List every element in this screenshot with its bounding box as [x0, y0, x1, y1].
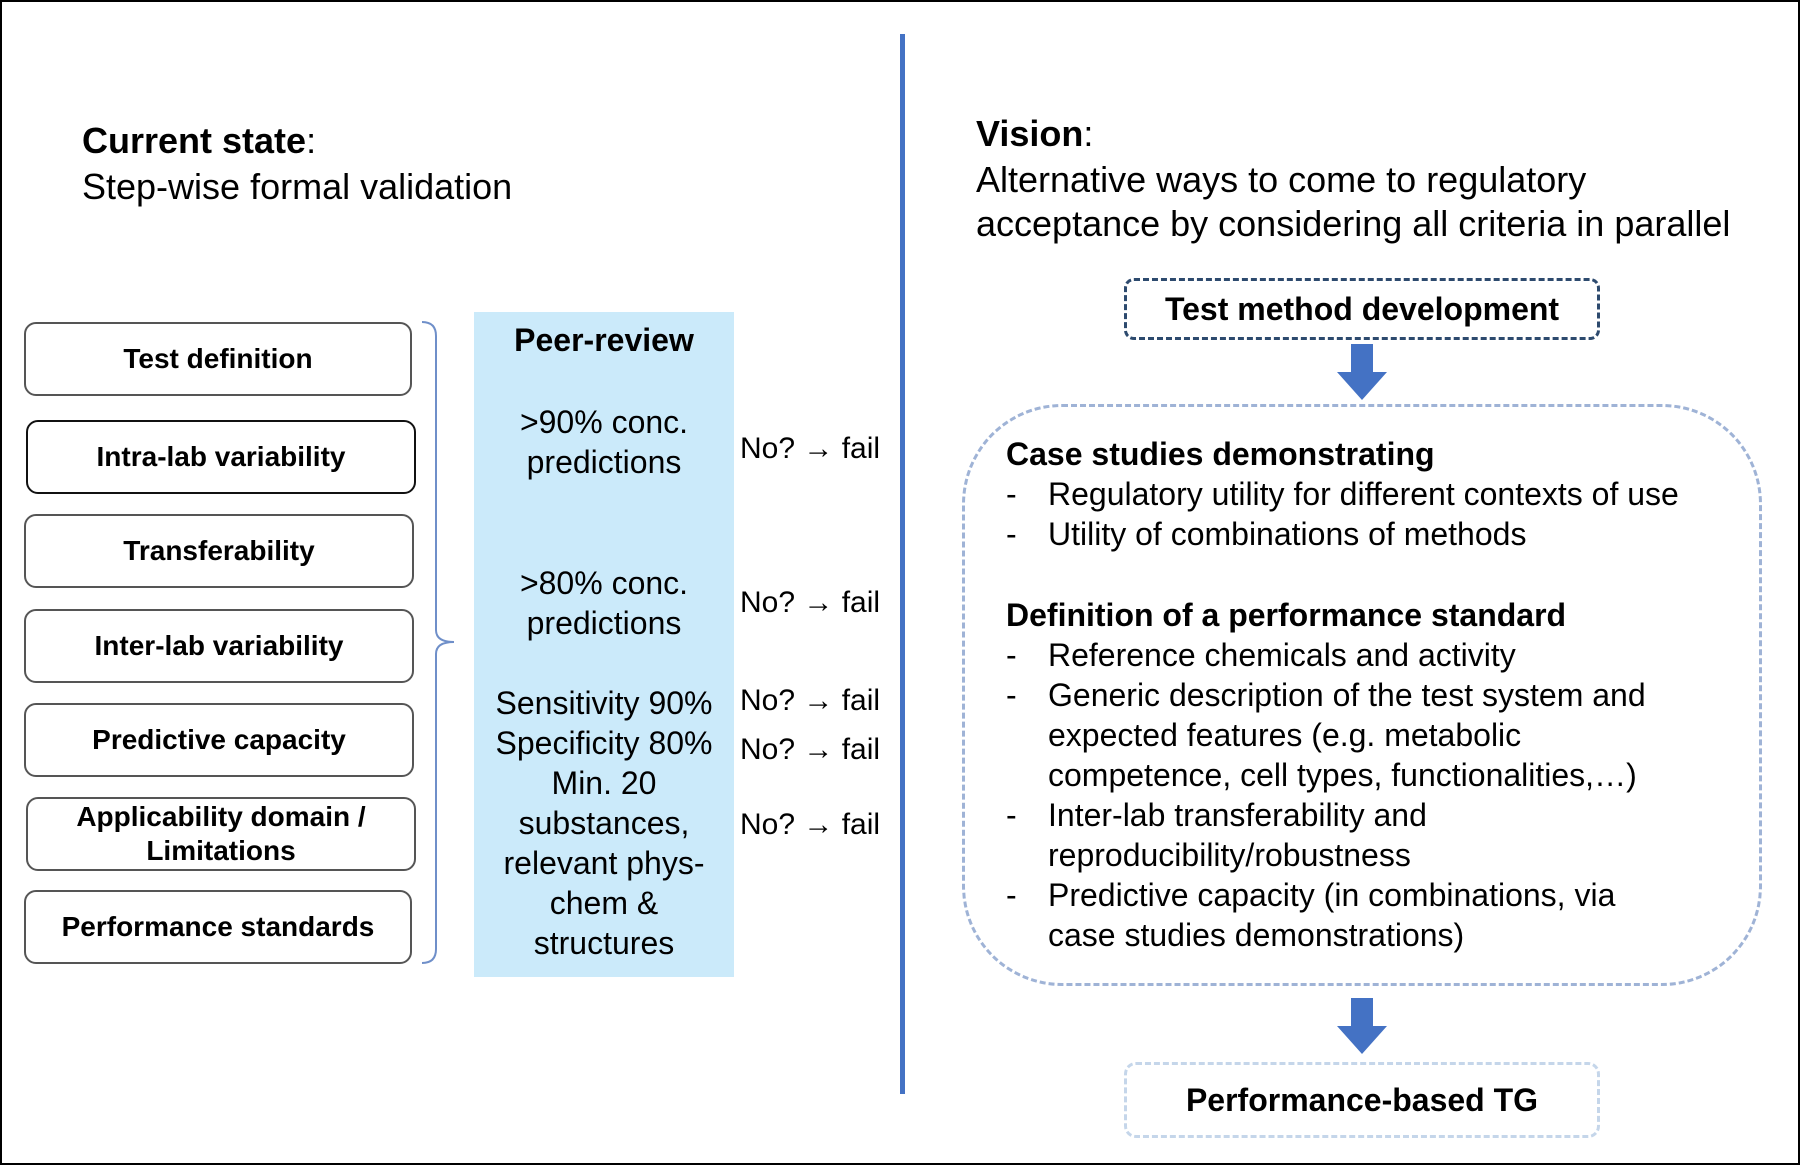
fail-label-specificity: No? → fail [740, 733, 881, 766]
vision-heading: Vision: [976, 112, 1093, 156]
vision-title: Vision [976, 113, 1084, 154]
criterion-applicability-domain: Applicability domain / Limitations [26, 797, 416, 871]
bullet-text: Predictive capacity (in combinations, vi… [1048, 877, 1616, 953]
criterion-intra-lab-variability: Intra-lab variability [26, 420, 416, 494]
peer-review-item-substances: Min. 20 substances, relevant phys-chem &… [503, 765, 705, 961]
test-method-development-box: Test method development [1124, 278, 1600, 340]
criterion-transferability: Transferability [24, 514, 414, 588]
vision-subheading-line2: acceptance by considering all criteria i… [976, 203, 1731, 244]
fail-label-sensitivity: No? → fail [740, 684, 881, 717]
bullet-dash: - [1006, 797, 1017, 833]
bullet-text: Generic description of the test system a… [1048, 677, 1646, 793]
vertical-divider [900, 34, 905, 1094]
current-state-colon: : [306, 120, 317, 161]
peer-review-title: Peer-review [514, 322, 694, 358]
vision-subheading-line1: Alternative ways to come to regulatory [976, 159, 1587, 200]
bullet-text: Utility of combinations of methods [1048, 516, 1527, 552]
case-studies-bullet: - Regulatory utility for different conte… [1006, 474, 1746, 514]
bullet-dash: - [1006, 637, 1017, 673]
performance-standard-title: Definition of a performance standard [1006, 597, 1567, 633]
performance-standard-bullet: - Generic description of the test system… [1006, 675, 1696, 795]
peer-review-item-specificity: Specificity 80% [495, 725, 713, 761]
current-state-heading: Current state: [82, 118, 316, 164]
bullet-text: Reference chemicals and activity [1048, 637, 1516, 673]
current-state-subheading: Step-wise formal validation [82, 166, 513, 207]
bullet-dash: - [1006, 677, 1017, 713]
performance-standard-bullet: - Predictive capacity (in combinations, … [1006, 875, 1666, 955]
vision-colon: : [1083, 113, 1094, 154]
down-arrow-icon [1337, 998, 1387, 1054]
performance-standard-bullet: - Inter-lab transferability and reproduc… [1006, 795, 1496, 875]
peer-review-column [474, 312, 734, 977]
criterion-test-definition: Test definition [24, 322, 412, 396]
performance-based-tg-box: Performance-based TG [1124, 1062, 1600, 1138]
fail-label-substances: No? → fail [740, 808, 881, 841]
bullet-text: Inter-lab transferability and reproducib… [1048, 797, 1427, 873]
criterion-inter-lab-variability: Inter-lab variability [24, 609, 414, 683]
fail-label-inter-lab: No? → fail [740, 586, 881, 619]
peer-review-item-inter-lab: >80% conc. predictions [519, 565, 689, 641]
grouping-bracket [421, 321, 455, 964]
bullet-dash: - [1006, 877, 1017, 913]
bullet-dash: - [1006, 516, 1017, 552]
case-studies-bullet: - Utility of combinations of methods [1006, 514, 1746, 554]
peer-review-item-sensitivity: Sensitivity 90% [495, 685, 713, 721]
case-studies-title: Case studies demonstrating [1006, 436, 1435, 472]
peer-review-item-intra-lab: >90% conc. predictions [519, 404, 689, 480]
criterion-performance-standards: Performance standards [24, 890, 412, 964]
down-arrow-icon [1337, 344, 1387, 400]
fail-label-intra-lab: No? → fail [740, 432, 881, 465]
current-state-title: Current state [82, 120, 307, 161]
bullet-text: Regulatory utility for different context… [1048, 476, 1679, 512]
bullet-dash: - [1006, 476, 1017, 512]
case-studies-box [962, 404, 1762, 986]
criterion-predictive-capacity: Predictive capacity [24, 703, 414, 777]
performance-standard-bullet: - Reference chemicals and activity [1006, 635, 1746, 675]
